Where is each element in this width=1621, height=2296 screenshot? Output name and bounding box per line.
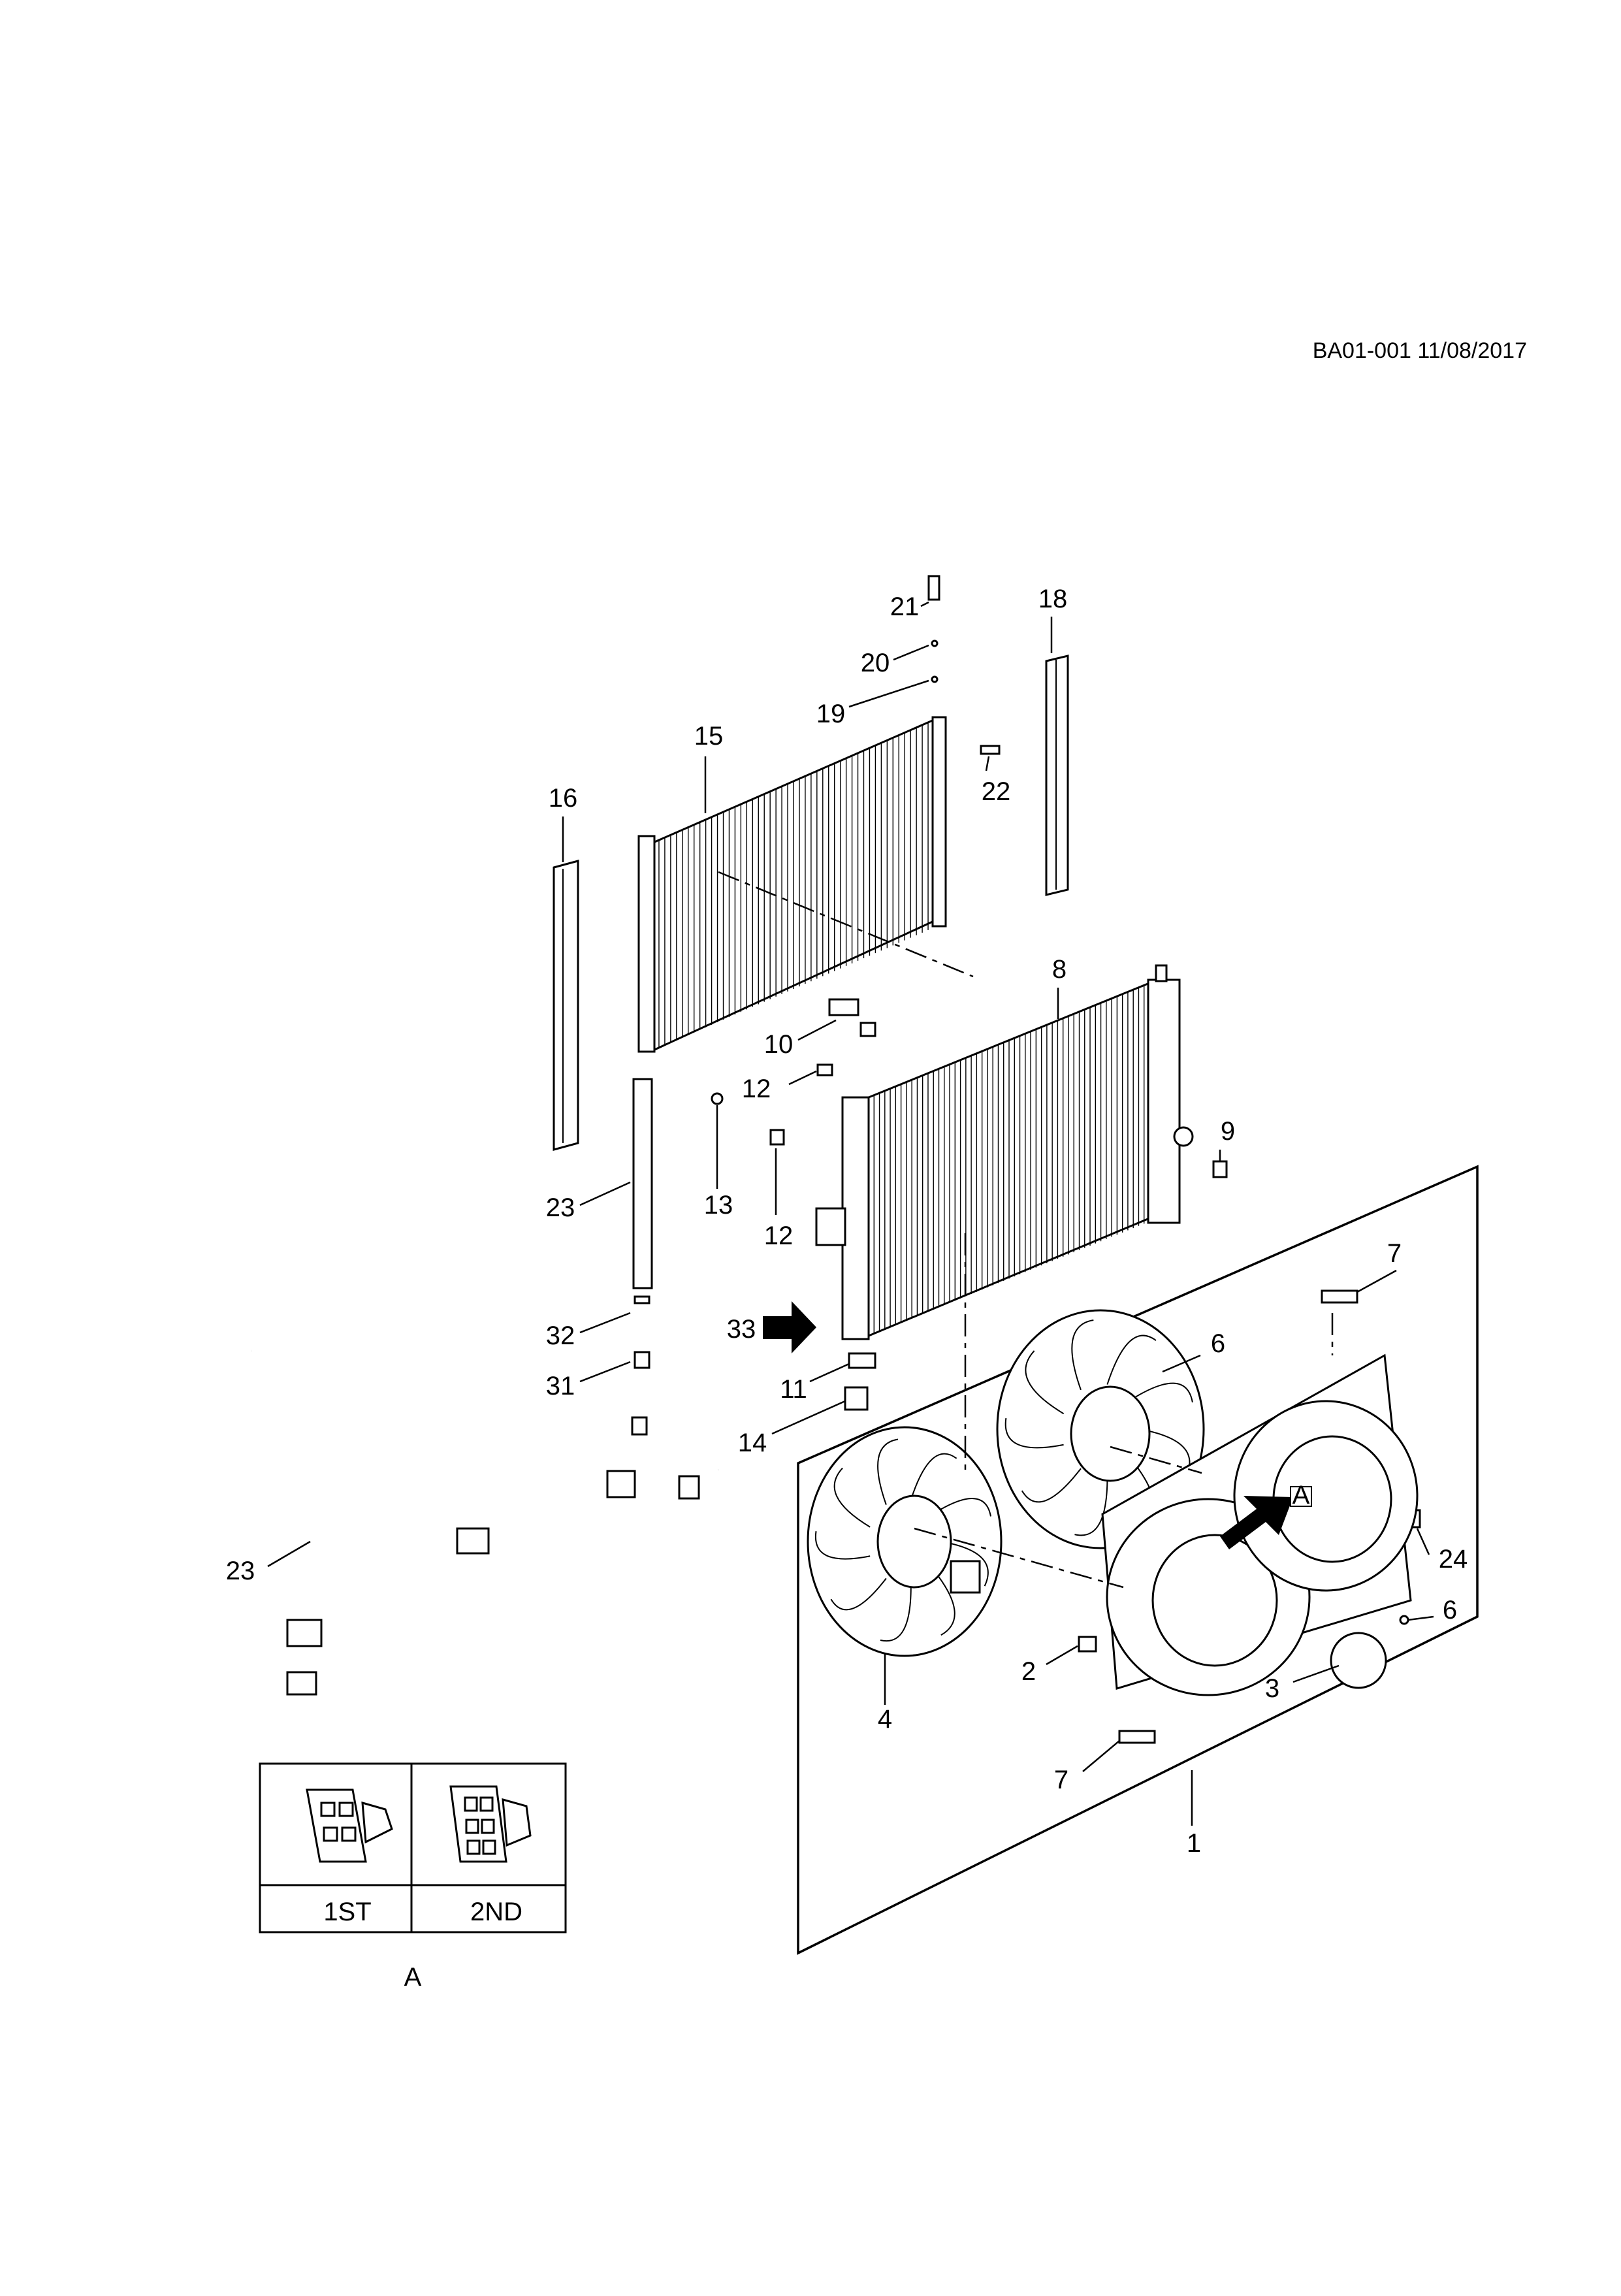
callout-7-upper: 7 bbox=[1387, 1239, 1402, 1268]
callout-11: 11 bbox=[780, 1375, 807, 1404]
fan-blade bbox=[932, 1568, 955, 1636]
callout-15: 15 bbox=[694, 722, 724, 751]
inset-a: 1ST 2ND A bbox=[259, 1762, 567, 1992]
part-12-clip-upper bbox=[816, 1063, 833, 1076]
callout-33: 33 bbox=[727, 1315, 756, 1344]
callout-8: 8 bbox=[1052, 955, 1067, 984]
callout-23: 23 bbox=[226, 1557, 255, 1585]
fan-blade bbox=[814, 1531, 871, 1560]
assembly-line-fan4 bbox=[914, 1527, 1124, 1589]
callout-14: 14 bbox=[738, 1429, 767, 1457]
part-7-clip-lower bbox=[1118, 1730, 1156, 1744]
callout-2: 2 bbox=[1021, 1657, 1036, 1686]
inset-1st-connector bbox=[306, 1788, 393, 1863]
inset-label-1st: 1ST bbox=[323, 1898, 371, 1926]
part-19-seal bbox=[931, 639, 939, 647]
callout-10: 10 bbox=[764, 1030, 794, 1059]
fan-blade bbox=[1130, 1382, 1193, 1403]
fan-blade bbox=[910, 1453, 957, 1500]
fan-blade bbox=[1021, 1468, 1082, 1503]
part-21-clip bbox=[980, 745, 1001, 755]
view-a-arrow-label: A bbox=[1292, 1481, 1310, 1510]
fan-blade bbox=[1074, 1474, 1108, 1536]
inset-2nd-connector bbox=[449, 1785, 532, 1863]
part-18-seal bbox=[931, 675, 939, 683]
arrow-33 bbox=[763, 1301, 816, 1353]
callout-19: 20 bbox=[861, 649, 890, 677]
inset-title: A bbox=[404, 1963, 422, 1992]
callout-13: 13 bbox=[704, 1191, 733, 1220]
fan-shroud bbox=[1101, 1353, 1419, 1696]
fan-blade bbox=[1004, 1417, 1064, 1449]
fan-blade bbox=[1025, 1350, 1065, 1415]
callout-22: 23 bbox=[546, 1193, 575, 1222]
callout-24: 24 bbox=[1439, 1545, 1468, 1574]
part-10-mount bbox=[828, 998, 859, 1016]
callout-labels: 21 20 19 18 22 15 16 23 8 10 12 9 13 12 … bbox=[226, 585, 1468, 1858]
side-bracket-17 bbox=[1045, 655, 1069, 896]
wiring-harness-23 bbox=[251, 1348, 720, 1696]
part-20-sensor bbox=[927, 575, 940, 601]
callout-4: 4 bbox=[878, 1705, 892, 1734]
callout-17: 18 bbox=[1038, 585, 1068, 613]
callout-12-lower: 12 bbox=[764, 1221, 794, 1250]
callout-18: 19 bbox=[816, 700, 846, 728]
assembly-line-fan5 bbox=[1110, 1446, 1202, 1474]
diagram-code: BA01-001 11/08/2017 bbox=[1313, 338, 1527, 363]
fan-assembly-frame bbox=[797, 1165, 1479, 1955]
part-12-clip-lower bbox=[769, 1129, 785, 1146]
callout-1: 1 bbox=[1187, 1829, 1201, 1858]
leader-lines bbox=[267, 601, 1434, 1826]
fan-blade bbox=[932, 1498, 991, 1517]
fan-blade bbox=[1071, 1319, 1094, 1391]
fan-blade bbox=[941, 1541, 989, 1587]
callout-7-lower: 7 bbox=[1054, 1766, 1068, 1794]
part-2-clip bbox=[1078, 1636, 1097, 1653]
callout-5: 6 bbox=[1211, 1329, 1225, 1358]
side-bracket-16 bbox=[553, 860, 579, 1151]
fan-4 bbox=[807, 1426, 1003, 1657]
part-13-screw bbox=[711, 1092, 724, 1105]
part-3-seal bbox=[1330, 1632, 1387, 1689]
part-9-clip bbox=[1212, 1160, 1228, 1178]
fan-blade bbox=[880, 1583, 912, 1642]
part-6-screw bbox=[1399, 1615, 1409, 1625]
callout-32: 32 bbox=[546, 1321, 575, 1350]
fan-blade bbox=[830, 1577, 887, 1611]
callout-21: 22 bbox=[982, 777, 1011, 806]
view-a-arrow: A bbox=[1220, 1481, 1312, 1549]
callout-12-upper: 12 bbox=[742, 1075, 771, 1103]
callout-20: 21 bbox=[890, 592, 920, 621]
condenser-15 bbox=[637, 716, 947, 1053]
callout-6: 6 bbox=[1443, 1596, 1457, 1625]
assembly-line-condenser-radiator bbox=[718, 871, 974, 978]
radiator-8 bbox=[815, 964, 1194, 1340]
callout-31: 31 bbox=[546, 1372, 575, 1400]
fan-blade bbox=[833, 1467, 871, 1528]
callout-16: 16 bbox=[549, 784, 578, 813]
inset-label-2nd: 2ND bbox=[470, 1898, 522, 1926]
callout-9: 9 bbox=[1221, 1117, 1235, 1146]
receiver-dryer-22 bbox=[632, 1078, 653, 1369]
fan-blade bbox=[877, 1438, 899, 1505]
part-14-bushing bbox=[844, 1386, 869, 1411]
part-11-mount bbox=[848, 1352, 876, 1369]
part-7-clip-upper bbox=[1321, 1289, 1358, 1304]
fan-blade bbox=[1106, 1334, 1157, 1385]
callout-3: 3 bbox=[1265, 1674, 1279, 1703]
